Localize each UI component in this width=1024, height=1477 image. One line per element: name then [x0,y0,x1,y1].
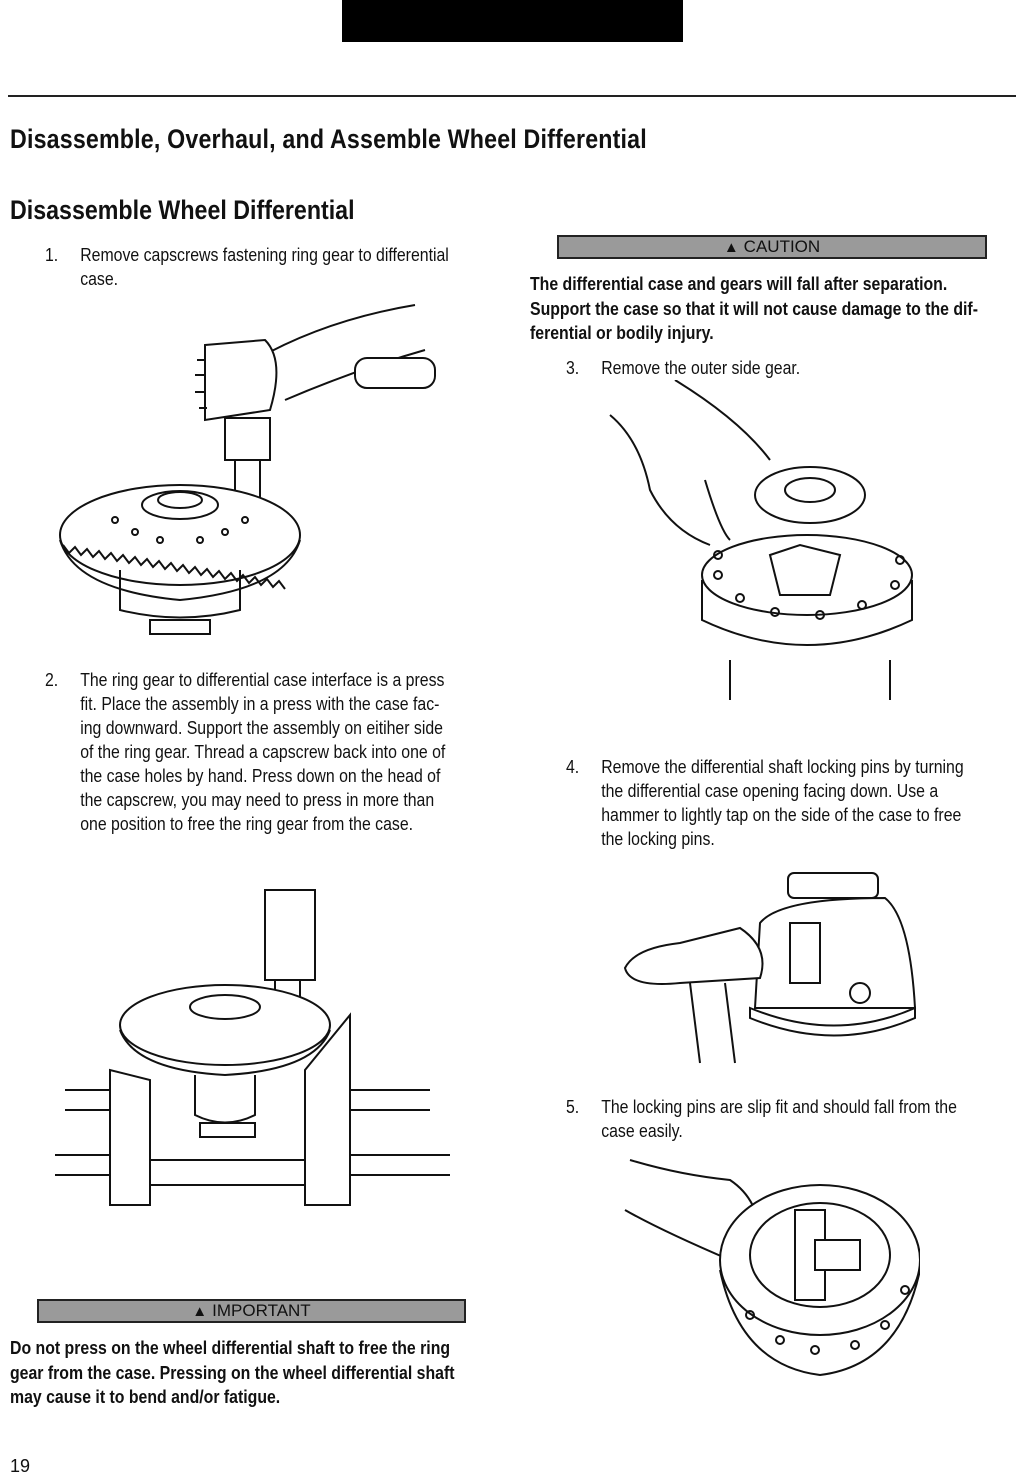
note-line: ferential or bodily injury. [530,323,714,343]
step-line: case. [80,269,119,289]
step-line: Remove capscrews fastening ring gear to … [80,245,449,265]
step-number: 5. [566,1097,580,1117]
note-line: The differential case and gears will fal… [530,274,948,294]
section-title: Disassemble Wheel Differential [10,195,355,225]
step-number: 2. [45,670,59,690]
step-number: 4. [566,757,580,777]
figure-remove-capscrews [59,304,436,635]
warning-triangle-icon: ▲ [723,238,739,256]
step-line: case easily. [601,1121,683,1141]
step-line: The locking pins are slip fit and should… [601,1097,957,1117]
step-line: the locking pins. [601,829,715,849]
important-banner: ▲ IMPORTANT [37,1299,466,1323]
step-line: the capscrew, you may need to press in m… [80,790,435,810]
note-line: may cause it to bend and/or fatigue. [10,1387,281,1407]
step-line: fit. Place the assembly in a press with … [80,694,440,714]
header-rule [8,95,1016,97]
step-line: The ring gear to differential case inter… [80,670,445,690]
page-number: 19 [10,1456,31,1476]
step-number: 1. [45,245,59,265]
step-line: of the ring gear. Thread a capscrew back… [80,742,446,762]
important-label: IMPORTANT [212,1301,311,1320]
step-line: the differential case opening facing dow… [601,781,939,801]
note-line: Do not press on the wheel differential s… [10,1338,451,1358]
figure-remove-side-gear [609,380,913,700]
warning-triangle-icon: ▲ [192,1302,208,1320]
figure-press-ring-gear [55,889,450,1206]
step-line: Remove the differential shaft locking pi… [601,757,964,777]
step-line: one position to free the ring gear from … [80,814,414,834]
note-line: Support the case so that it will not cau… [530,298,978,319]
important-note: Do not press on the wheel differential s… [10,1336,503,1410]
caution-label: CAUTION [743,237,821,256]
caution-note: The differential case and gears will fal… [530,272,1018,346]
step-number: 3. [566,358,580,378]
step-line: the case holes by hand. Press down on th… [80,766,441,786]
figure-locking-pins [624,1159,920,1377]
note-line: gear from the case. Pressing on the whee… [10,1362,455,1383]
caution-banner: ▲ CAUTION [557,235,987,259]
step-line: ing downward. Support the assembly on ei… [80,718,443,738]
step-line: Remove the outer side gear. [601,358,801,378]
page-title: Disassemble, Overhaul, and Assemble Whee… [10,124,647,154]
header-bar [342,0,683,42]
step-line: hammer to lightly tap on the side of the… [601,805,962,825]
figure-hammer-tap [623,872,917,1064]
